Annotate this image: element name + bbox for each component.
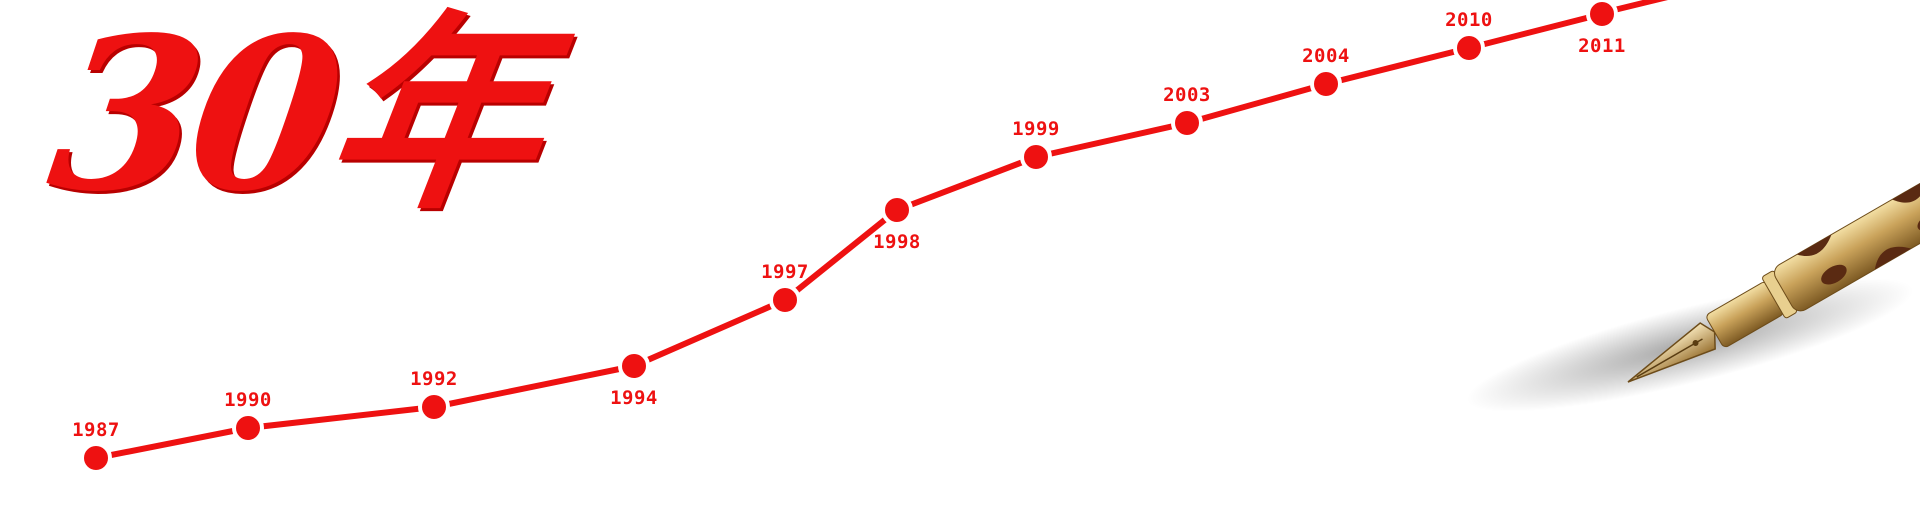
milestone-year-1998: 1998 xyxy=(873,231,921,253)
milestone-dot-2004 xyxy=(1310,68,1342,100)
milestone-dot-1994 xyxy=(618,350,650,382)
milestone-year-1992: 1992 xyxy=(410,368,458,390)
milestone-year-2011: 2011 xyxy=(1578,35,1626,57)
milestone-year-2010: 2010 xyxy=(1445,9,1493,31)
timeline-line xyxy=(93,11,1605,461)
milestone-year-1994: 1994 xyxy=(610,387,658,409)
milestone-dot-1999 xyxy=(1020,141,1052,173)
milestone-dot-1987 xyxy=(80,442,112,474)
milestone-dot-1998 xyxy=(881,194,913,226)
milestone-dot-2011 xyxy=(1586,0,1618,30)
milestone-dot-1990 xyxy=(232,412,264,444)
milestone-dot-2003 xyxy=(1171,107,1203,139)
milestone-year-1987: 1987 xyxy=(72,419,120,441)
milestone-dot-2010 xyxy=(1453,32,1485,64)
milestone-year-1990: 1990 xyxy=(224,389,272,411)
milestone-layer: 1987 1990 1992 1994 1997 1998 1999 2003 2004 2010… xyxy=(72,0,1626,474)
milestone-year-2003: 2003 xyxy=(1163,84,1211,106)
milestone-year-2004: 2004 xyxy=(1302,45,1350,67)
milestone-dot-1997 xyxy=(769,284,801,316)
milestone-year-1997: 1997 xyxy=(761,261,809,283)
fountain-pen-icon xyxy=(1466,167,1920,412)
milestone-year-1999: 1999 xyxy=(1012,118,1060,140)
milestone-dot-1992 xyxy=(418,391,450,423)
